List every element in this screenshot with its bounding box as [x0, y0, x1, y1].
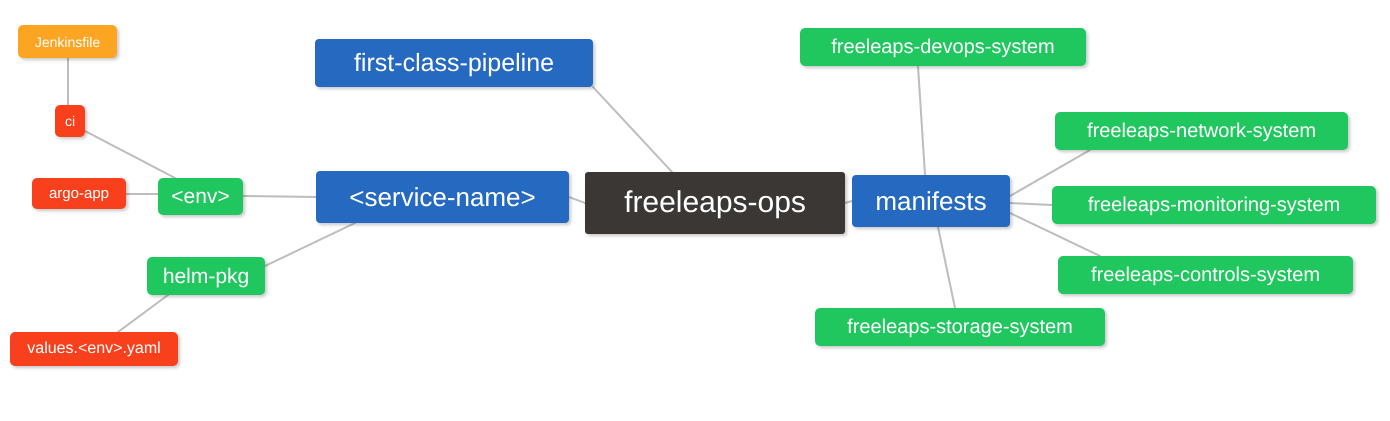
- node-label: ci: [64, 113, 76, 129]
- node-ci[interactable]: ci: [55, 105, 85, 137]
- node-helm-pkg[interactable]: helm-pkg: [147, 257, 265, 295]
- node-label: <env>: [171, 185, 230, 208]
- node-jenkinsfile[interactable]: Jenkinsfile: [18, 25, 117, 58]
- node-label: freeleaps-network-system: [1087, 120, 1316, 142]
- node-label: Jenkinsfile: [34, 33, 101, 50]
- edge-helm-pkg-to-values-env-yaml: [117, 294, 169, 333]
- node-freeleaps-monitoring-system[interactable]: freeleaps-monitoring-system: [1052, 186, 1376, 224]
- edge-manifests-to-freeleaps-monitoring-system: [1009, 202, 1053, 206]
- node-label: manifests: [875, 186, 987, 216]
- node-label: freeleaps-controls-system: [1091, 264, 1320, 286]
- node-label: values.<env>.yaml: [27, 340, 161, 357]
- node-service-name[interactable]: <service-name>: [316, 171, 569, 223]
- node-freeleaps-storage-system[interactable]: freeleaps-storage-system: [815, 308, 1105, 346]
- node-env[interactable]: <env>: [158, 178, 243, 215]
- edge-freeleaps-ops-to-manifests: [844, 200, 853, 204]
- node-freeleaps-devops-system[interactable]: freeleaps-devops-system: [800, 28, 1086, 66]
- edge-service-name-to-env: [242, 195, 317, 198]
- node-first-class-pipeline[interactable]: first-class-pipeline: [315, 39, 593, 87]
- node-freeleaps-controls-system[interactable]: freeleaps-controls-system: [1058, 256, 1353, 294]
- edge-manifests-to-freeleaps-devops-system: [917, 65, 926, 176]
- node-label: freeleaps-ops: [624, 186, 806, 219]
- edge-manifests-to-freeleaps-storage-system: [937, 226, 956, 309]
- node-manifests[interactable]: manifests: [852, 175, 1010, 227]
- node-label: argo-app: [48, 185, 110, 202]
- edge-env-to-ci: [84, 130, 176, 179]
- node-label: freeleaps-storage-system: [847, 316, 1073, 338]
- node-argo-app[interactable]: argo-app: [32, 178, 126, 209]
- edge-freeleaps-ops-to-first-class-pipeline: [592, 86, 673, 173]
- node-label: freeleaps-devops-system: [831, 36, 1055, 58]
- node-values-env-yaml[interactable]: values.<env>.yaml: [10, 332, 178, 366]
- node-freeleaps-ops[interactable]: freeleaps-ops: [585, 172, 845, 234]
- node-label: freeleaps-monitoring-system: [1087, 194, 1341, 216]
- node-label: first-class-pipeline: [353, 48, 555, 77]
- edge-service-name-to-helm-pkg: [264, 222, 356, 267]
- node-freeleaps-network-system[interactable]: freeleaps-network-system: [1055, 112, 1348, 150]
- node-label: <service-name>: [349, 182, 536, 212]
- node-label: helm-pkg: [162, 264, 250, 288]
- edge-freeleaps-ops-to-service-name: [568, 196, 586, 204]
